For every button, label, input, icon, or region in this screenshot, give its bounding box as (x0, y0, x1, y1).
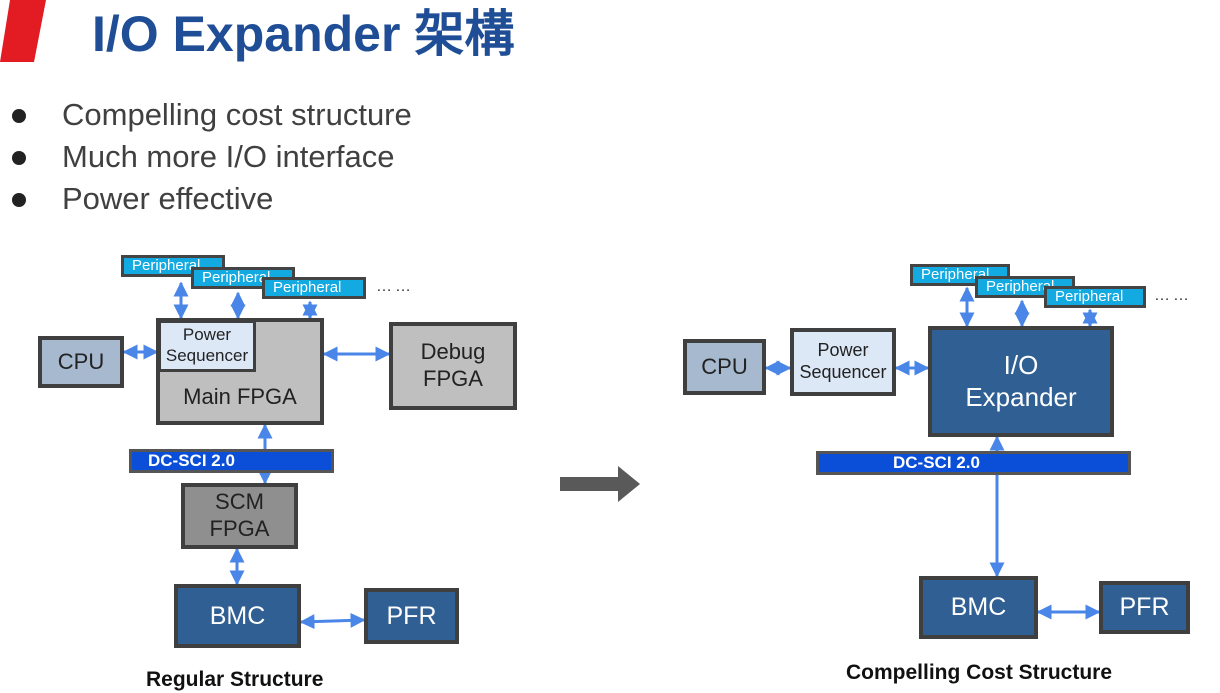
bullet-text: Compelling cost structure (62, 97, 412, 132)
bullet-list: Compelling cost structure Much more I/O … (0, 94, 412, 220)
transition-arrow (560, 466, 640, 502)
bullet-text: Much more I/O interface (62, 139, 395, 174)
peripheral-box: Peripheral (1044, 286, 1146, 308)
diagram-caption: Regular Structure (146, 668, 324, 691)
peripheral-box: Peripheral (262, 277, 366, 299)
diagram-caption: Compelling Cost Structure (846, 661, 1113, 684)
debug-fpga-box: Debug FPGA (389, 322, 517, 410)
ellipsis: …… (1154, 287, 1192, 304)
bullet-item: Compelling cost structure (0, 94, 412, 136)
peripheral-box: Peripheral (910, 264, 1010, 286)
cpu-box: CPU (38, 336, 124, 388)
link-bmc-pfr (299, 612, 366, 630)
ellipsis: …… (376, 278, 414, 295)
power-sequencer-box: Power Sequencer (158, 320, 256, 372)
page-title: I/O Expander 架構 (92, 6, 515, 62)
bullet-dot (12, 151, 26, 165)
bmc-box: BMC (174, 584, 301, 648)
pfr-box: PFR (364, 588, 459, 644)
io-expander-box: I/O Expander (928, 326, 1114, 437)
scm-fpga-box: SCM FPGA (181, 483, 298, 549)
bullet-text: Power effective (62, 181, 274, 216)
bullet-item: Power effective (0, 178, 412, 220)
pfr-box: PFR (1099, 581, 1190, 634)
bullet-item: Much more I/O interface (0, 136, 412, 178)
power-sequencer-box: Power Sequencer (790, 328, 896, 396)
bmc-box: BMC (919, 576, 1038, 639)
cpu-box: CPU (683, 339, 766, 395)
dc-sci-bus: DC-SCI 2.0 (129, 449, 334, 473)
dc-sci-bus: DC-SCI 2.0 (816, 451, 1131, 475)
bullet-dot (12, 109, 26, 123)
bullet-dot (12, 193, 26, 207)
logo-accent-mark (0, 0, 46, 62)
